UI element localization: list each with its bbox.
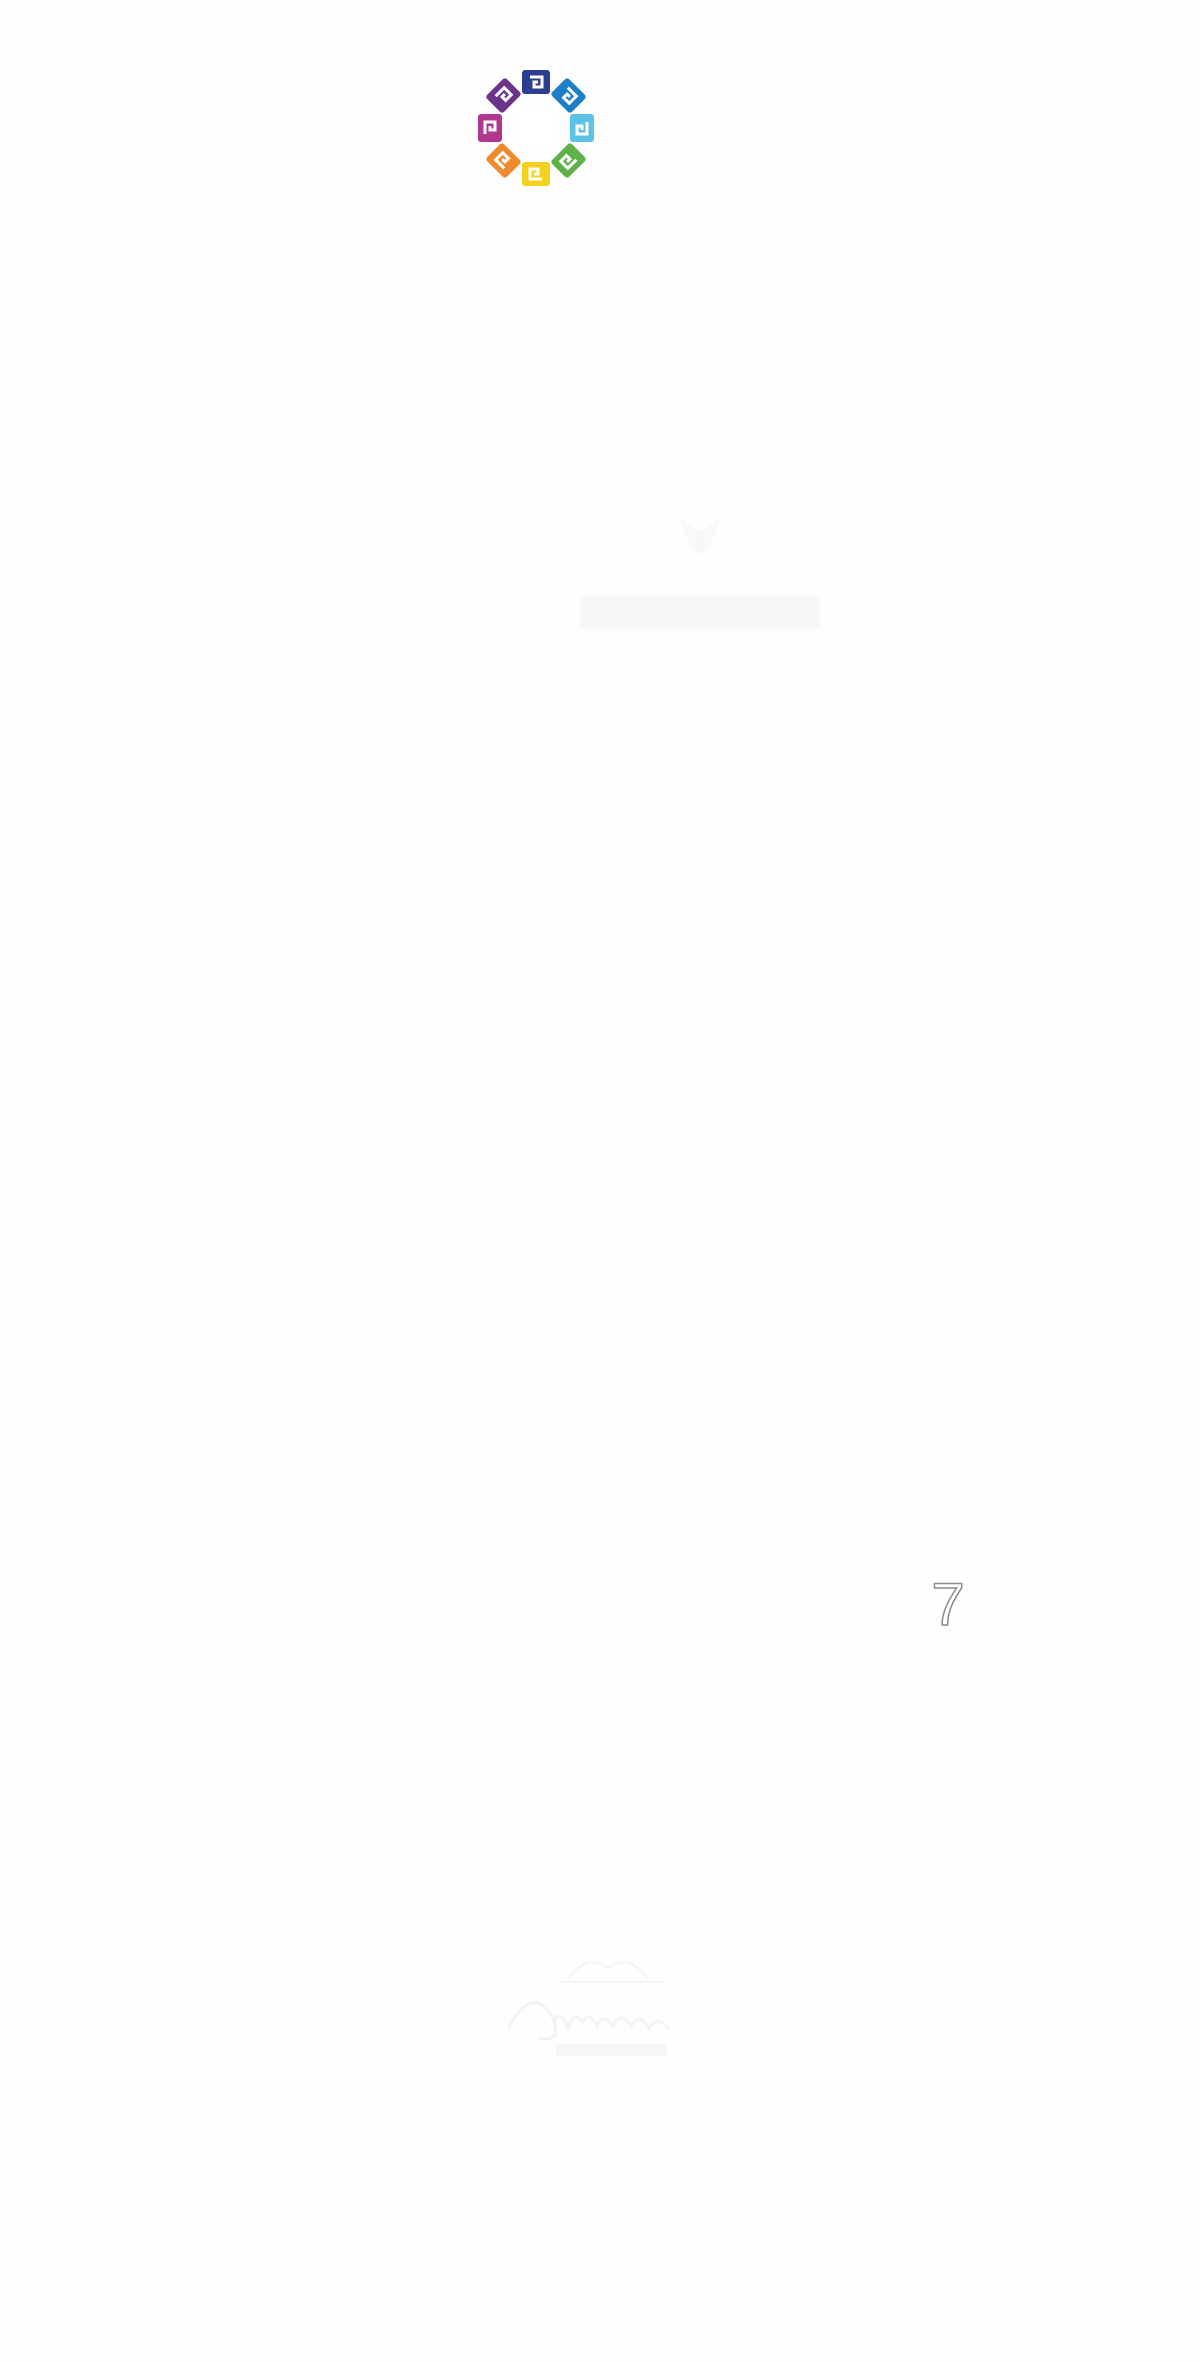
faint-cursive-brand-logo-icon xyxy=(498,1948,724,2066)
spiral-wreath-logo-svg xyxy=(478,70,594,186)
spiral-wreath-logo-icon[interactable] xyxy=(470,62,602,194)
number-badge: 7 xyxy=(924,1571,972,1638)
number-badge-text: 7 xyxy=(931,1571,966,1638)
faint-watermark-logo-icon xyxy=(560,505,840,655)
